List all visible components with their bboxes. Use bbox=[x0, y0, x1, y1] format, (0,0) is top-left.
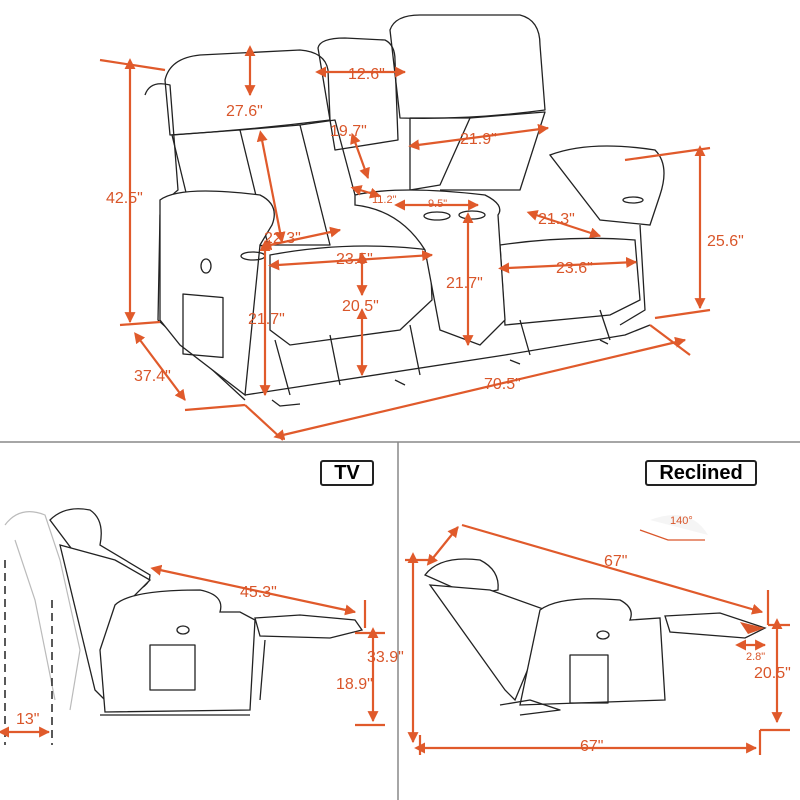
dim-console-depth: 11.2" bbox=[372, 194, 397, 206]
dim-console-height: 21.7" bbox=[446, 275, 483, 292]
tv-dimension-labels: 45.3" 18.9" 13" bbox=[16, 584, 373, 728]
reclined-position-drawing bbox=[423, 515, 767, 716]
dim-reclined-footrest-thickness: 2.8" bbox=[746, 651, 765, 663]
dim-seat-height-side: 21.7" bbox=[248, 311, 285, 328]
dim-back-width: 21.9" bbox=[460, 131, 497, 148]
dim-console-back-height: 19.7" bbox=[330, 123, 367, 140]
tv-view-label: TV bbox=[320, 460, 374, 486]
front-dimension-labels: 27.6" 12.6" 19.7" 21.9" 42.5" 11.2" 9.5"… bbox=[106, 66, 744, 393]
reclined-dimension-labels: 140° 67" 33.9" 2.8" 20.5" 67" bbox=[367, 515, 791, 755]
reclined-dimension-lines bbox=[405, 523, 790, 755]
dim-seat-height-front: 20.5" bbox=[342, 298, 379, 315]
tv-position-drawing bbox=[4, 508, 364, 716]
loveseat-front-drawing bbox=[144, 14, 665, 407]
dim-recline-angle: 140° bbox=[670, 515, 693, 527]
tv-dimension-lines bbox=[0, 560, 385, 745]
dim-tv-wall-clearance: 13" bbox=[16, 711, 39, 728]
dim-seat-depth-left: 22.3" bbox=[264, 230, 301, 247]
dim-seat-width-right: 23.6" bbox=[556, 260, 593, 277]
dim-overall-height: 42.5" bbox=[106, 190, 143, 207]
dim-arm-height: 25.6" bbox=[707, 233, 744, 250]
dim-reclined-diagonal: 67" bbox=[604, 553, 627, 570]
reclined-view-label: Reclined bbox=[645, 460, 757, 486]
dim-seat-width-left: 23.5" bbox=[336, 251, 373, 268]
dim-armrest-width: 21.3" bbox=[538, 211, 575, 228]
dim-headrest-depth: 27.6" bbox=[226, 103, 263, 120]
front-dimension-lines bbox=[99, 45, 711, 441]
dim-tv-extended-length: 45.3" bbox=[240, 584, 277, 601]
dim-reclined-footrest-height: 20.5" bbox=[754, 665, 791, 682]
dim-tv-footrest-height: 18.9" bbox=[336, 676, 373, 693]
dim-overall-width: 70.5" bbox=[484, 376, 521, 393]
dim-reclined-length: 67" bbox=[580, 738, 603, 755]
dim-overall-depth: 37.4" bbox=[134, 368, 171, 385]
dim-console-lid-width: 9.5" bbox=[428, 198, 447, 210]
dim-reclined-height: 33.9" bbox=[367, 649, 404, 666]
dim-console-width: 12.6" bbox=[348, 66, 385, 83]
